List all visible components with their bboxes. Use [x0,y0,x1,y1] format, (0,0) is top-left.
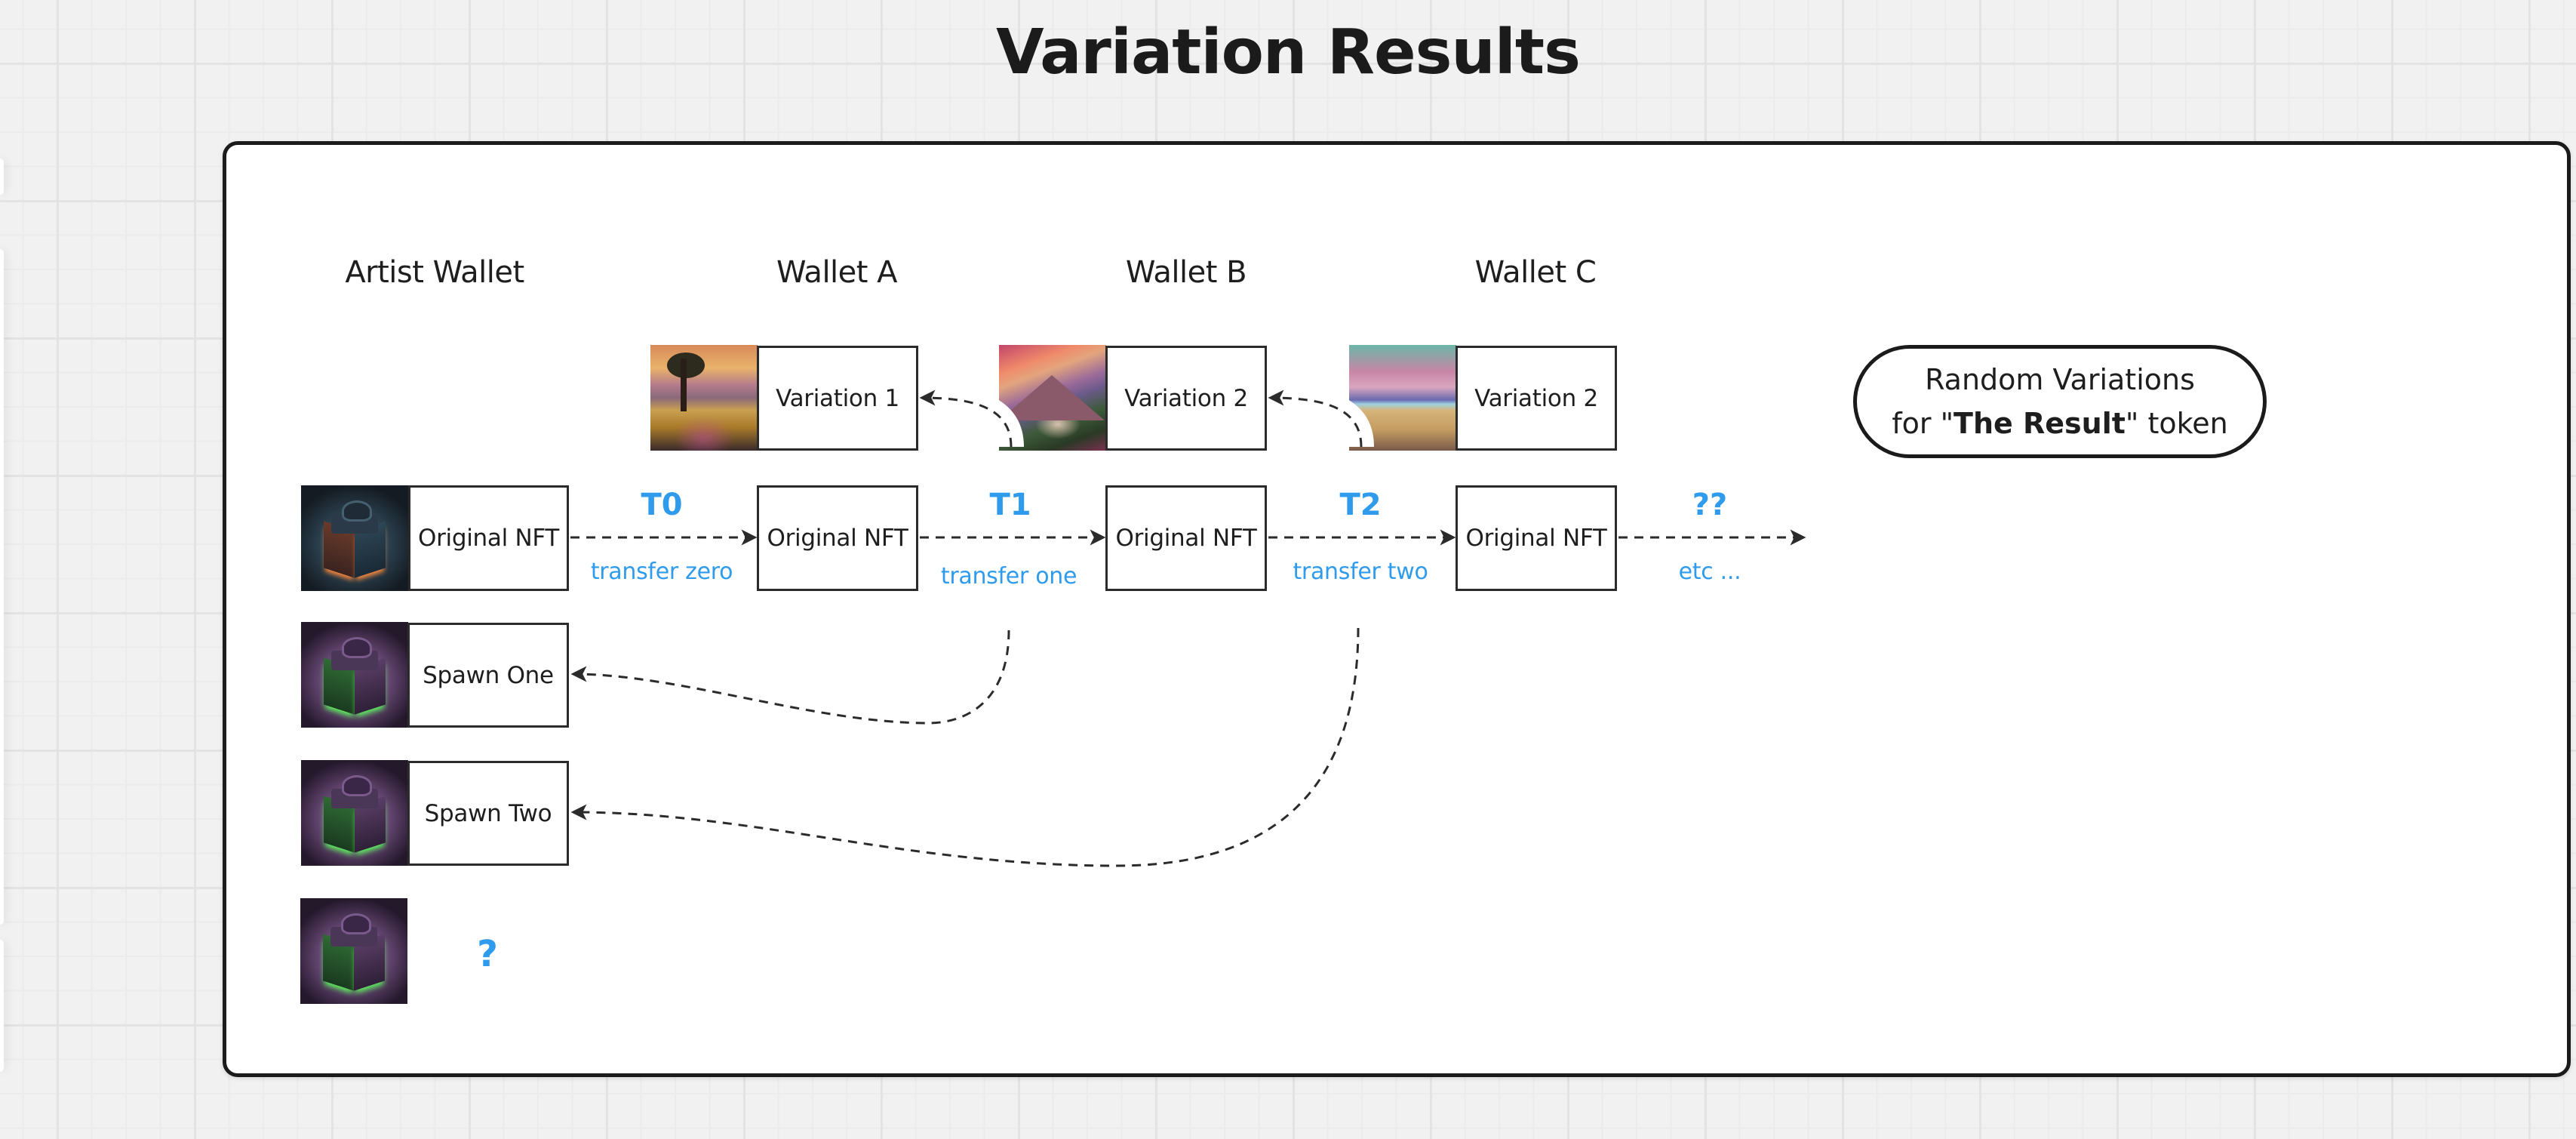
variation-card-wallet-c[interactable]: Variation 2 [1456,346,1617,451]
left-toolbar-sliver-top [0,159,4,195]
tree-trunk-shape [681,359,687,411]
left-toolbar-sliver-bottom [0,940,4,1072]
transfer-caption-t1: transfer one [940,563,1077,590]
transfer-code-t0: T0 [641,488,683,522]
diagram-frame[interactable] [223,141,2571,1077]
spawn-two-image[interactable] [301,760,408,866]
original-nft-card-wallet-c[interactable]: Original NFT [1456,485,1617,591]
note-line-2-suffix: " token [2125,407,2228,440]
random-variations-note[interactable]: Random Variations for "The Result" token [1853,345,2267,458]
gift-box-icon [324,637,386,716]
spawn-one-card[interactable]: Spawn One [407,623,569,728]
variation-2-image-wallet-b[interactable] [999,345,1106,451]
gift-box-icon [324,500,386,579]
mountain-shape [999,375,1105,420]
variation-card-wallet-b[interactable]: Variation 2 [1105,346,1267,451]
left-toolbar-sliver-main [0,249,4,925]
original-nft-card-wallet-a[interactable]: Original NFT [757,485,918,591]
note-line-2: for "The Result" token [1892,402,2228,445]
transfer-code-t1: T1 [989,488,1031,522]
gift-box-icon [324,775,386,854]
transfer-caption-next: etc ... [1678,559,1741,585]
wallet-header-b: Wallet B [1125,255,1247,290]
original-nft-card-wallet-b[interactable]: Original NFT [1105,485,1267,591]
wallet-header-a: Wallet A [776,255,898,290]
wallet-header-c: Wallet C [1474,255,1597,290]
spawn-one-image[interactable] [301,622,408,728]
transfer-code-t2: T2 [1339,488,1382,522]
original-nft-card-artist[interactable]: Original NFT [408,485,569,591]
variation-card-wallet-a[interactable]: Variation 1 [757,346,918,451]
note-token-name: The Result [1954,407,2126,440]
transfer-code-next: ?? [1692,488,1728,522]
note-line-2-prefix: for " [1892,407,1954,440]
wallet-header-artist: Artist Wallet [345,255,524,290]
spawn-next-image[interactable] [300,898,407,1004]
variation-2-image-wallet-c[interactable] [1349,345,1456,451]
unknown-spawn-marker: ? [477,933,498,975]
transfer-caption-t0: transfer zero [590,559,733,585]
note-line-1: Random Variations [1925,363,2195,396]
spawn-two-card[interactable]: Spawn Two [407,761,569,866]
variation-1-image[interactable] [650,345,758,451]
page-title: Variation Results [996,17,1581,88]
gift-box-icon [323,913,385,992]
original-nft-image[interactable] [301,485,408,591]
transfer-caption-t2: transfer two [1293,559,1428,585]
